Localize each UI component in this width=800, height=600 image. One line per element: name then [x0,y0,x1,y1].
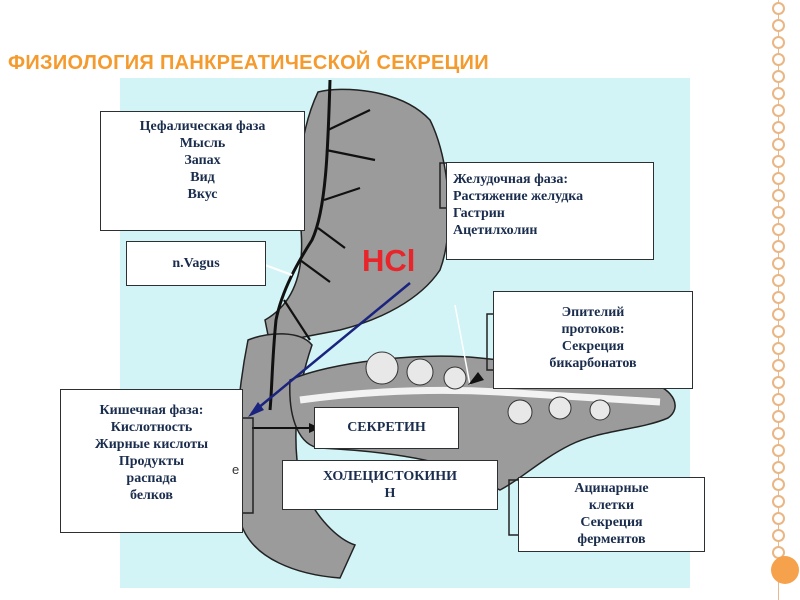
hcl-label: HCl [362,243,416,278]
acinar-clusters [365,351,611,425]
ducts-epithelium-box: Эпителий протоков: Секреция бикарбонатов [493,291,693,389]
decorative-dot [772,87,785,100]
vagus-box: n.Vagus [126,241,266,286]
acinar-line: клетки [588,498,635,513]
hcl-arrow [251,282,411,414]
acinar-line: ферментов [577,532,646,547]
decorative-dot [772,104,785,117]
cephalic-line: Запах [184,153,221,168]
decorative-dot [772,308,785,321]
ducts-line: бикарбонатов [549,356,637,371]
intestinal-line: Кислотность [110,420,193,435]
decorative-dot [772,512,785,525]
decorative-dot [772,53,785,66]
decorative-dot [772,376,785,389]
decorative-dot [772,478,785,491]
decorative-dot [772,274,785,287]
decorative-dot [772,291,785,304]
decorative-dot [772,393,785,406]
decorative-dot [772,427,785,440]
decorative-dot [772,19,785,32]
decorative-dot [772,257,785,270]
decorative-dot [772,206,785,219]
decorative-dot [772,529,785,542]
intestinal-phase-box: Кишечная фаза: Кислотность Жирные кислот… [60,389,243,533]
decorative-dot [772,410,785,423]
intestinal-line: Продукты [118,454,185,469]
decorative-dot [772,155,785,168]
acinar-line: Секреция [580,515,643,530]
decorative-dot [772,189,785,202]
decorative-dot [772,444,785,457]
next-slide-button[interactable] [771,556,799,584]
gastric-line: Желудочная фаза: [453,172,569,187]
pancreatic-duct [299,386,661,406]
ducts-line: протоков: [561,322,625,337]
decorative-dot [772,121,785,134]
vagus-label: n.Vagus [172,256,220,271]
cck-line: Н [384,486,396,501]
decorative-dot [772,495,785,508]
decorative-dot [772,240,785,253]
intestinal-line: распада [126,471,177,486]
gastric-line: Растяжение желудка [453,189,584,204]
slide-title: ФИЗИОЛОГИЯ ПАНКРЕАТИЧЕСКОЙ СЕКРЕЦИИ [8,52,489,74]
cephalic-line: Мысль [179,136,226,151]
decorative-dot [772,325,785,338]
cck-line: ХОЛЕЦИСТОКИНИ [322,469,458,484]
vagus-nerve [268,79,332,411]
decorative-dot [772,223,785,236]
cholecystokinin-box: ХОЛЕЦИСТОКИНИ Н [282,460,498,510]
decorative-dot [772,36,785,49]
ducts-line: Секреция [561,339,625,354]
decorative-dot [772,461,785,474]
decorative-dot [772,2,785,15]
secretin-label: СЕКРЕТИН [347,420,426,435]
secretin-box: СЕКРЕТИН [314,407,459,449]
acinar-line: Ацинарные [574,481,649,496]
decorative-dot [772,138,785,151]
decorative-dots [772,0,786,600]
cephalic-phase-box: Цефалическая фаза Мысль Запах Вид Вкус [100,111,305,231]
intestinal-line: Кишечная фаза: [99,403,204,418]
gastric-phase-box: Желудочная фаза: Растяжение желудка Гаст… [446,162,654,260]
gastric-line: Ацетилхолин [453,223,538,238]
cephalic-line: Цефалическая фаза [139,119,266,134]
decorative-dot [772,70,785,83]
intestinal-line: Жирные кислоты [94,437,209,452]
decorative-dot [772,172,785,185]
partial-label-fragment: e [232,462,240,477]
acinar-cells-box: Ацинарные клетки Секреция ферментов [518,477,705,552]
gastric-line: Гастрин [453,206,505,221]
ducts-line: Эпителий [561,305,625,320]
cephalic-line: Вкус [187,187,218,202]
decorative-dot [772,342,785,355]
intestinal-line: белков [130,488,173,503]
decorative-dot [772,359,785,372]
cephalic-line: Вид [190,170,215,185]
